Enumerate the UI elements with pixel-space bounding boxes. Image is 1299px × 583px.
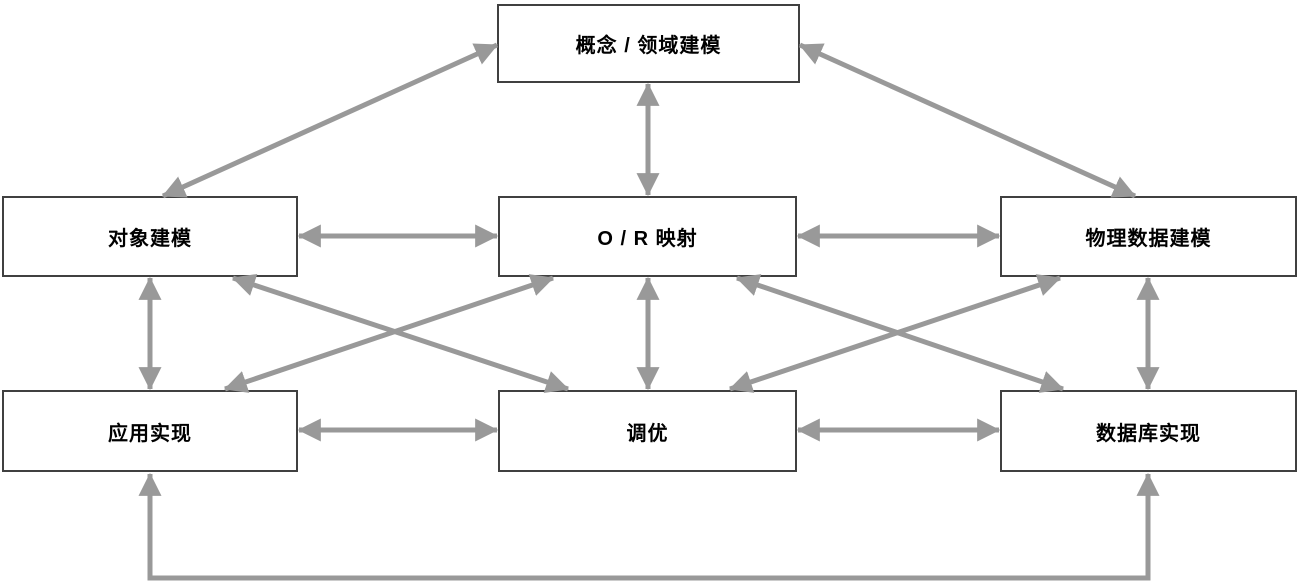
node-label: 应用实现 — [108, 422, 192, 445]
node-tuning: 调优 — [498, 390, 797, 472]
node-label: O / R 映射 — [597, 228, 698, 250]
edge-concept-object-arrow — [161, 42, 499, 199]
node-physical-data-modeling: 物理数据建模 — [1000, 196, 1297, 277]
node-or-mapping: O / R 映射 — [498, 196, 797, 277]
edge-or-db-arrow — [735, 274, 1065, 393]
node-label: 对象建模 — [108, 228, 192, 250]
edge-or-app-arrow — [223, 274, 555, 393]
node-label: 调优 — [626, 422, 669, 445]
node-concept-domain-modeling: 概念 / 领域建模 — [497, 4, 800, 83]
node-label: 数据库实现 — [1096, 422, 1201, 445]
node-application-implementation: 应用实现 — [2, 390, 298, 472]
node-label: 物理数据建模 — [1085, 228, 1212, 250]
node-label: 概念 / 领域建模 — [575, 35, 722, 57]
edge-object-tuning-arrow — [231, 273, 570, 394]
edge-physical-tuning-arrow — [728, 274, 1062, 393]
node-object-modeling: 对象建模 — [2, 196, 298, 277]
node-database-implementation: 数据库实现 — [1000, 390, 1297, 472]
edge-app-db-bottom-route-arrow — [138, 472, 1160, 581]
edge-concept-physical-arrow — [798, 42, 1137, 199]
